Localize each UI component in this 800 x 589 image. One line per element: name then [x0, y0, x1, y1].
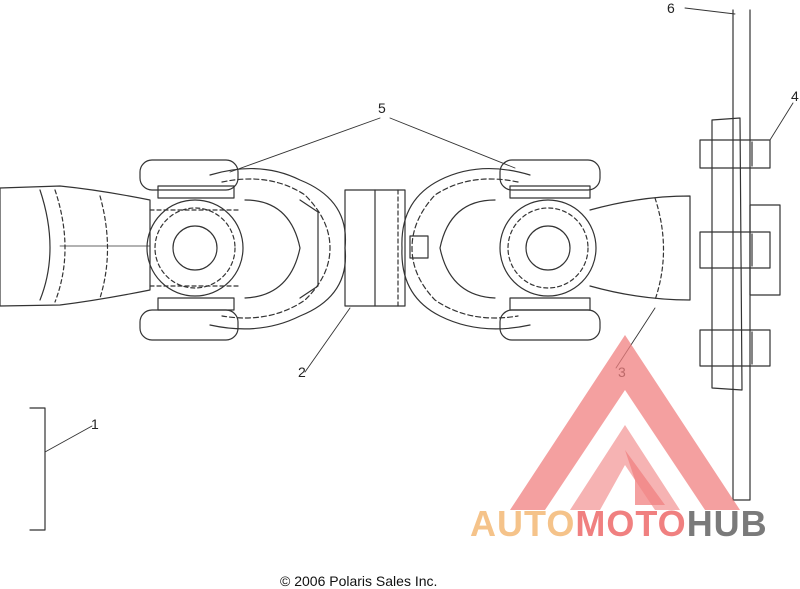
right-u-joint — [499, 159, 601, 341]
triangle-logo-icon — [510, 335, 740, 510]
watermark-wordmark: AUTOMOTOHUB — [470, 506, 768, 542]
right-yoke — [401, 168, 531, 330]
callout-4: 4 — [791, 88, 799, 104]
callout-1: 1 — [91, 416, 99, 432]
left-yoke — [209, 168, 347, 330]
callout-6: 6 — [667, 0, 675, 16]
left-u-joint — [139, 159, 244, 341]
flange-assembly — [699, 117, 781, 391]
right-stub-shaft — [589, 195, 691, 301]
center-tube — [344, 189, 406, 307]
watermark-hub: HUB — [686, 503, 768, 544]
watermark-moto: MOTO — [575, 503, 687, 544]
automotohub-watermark: AUTOMOTOHUB — [470, 330, 800, 560]
watermark-auto: AUTO — [470, 503, 576, 544]
callout-5: 5 — [378, 100, 386, 116]
mounting-plate — [732, 9, 751, 501]
length-bracket — [29, 407, 46, 531]
callout-2: 2 — [298, 364, 306, 380]
copyright-notice: © 2006 Polaris Sales Inc. — [280, 573, 438, 589]
left-shaft-tube — [0, 185, 151, 307]
